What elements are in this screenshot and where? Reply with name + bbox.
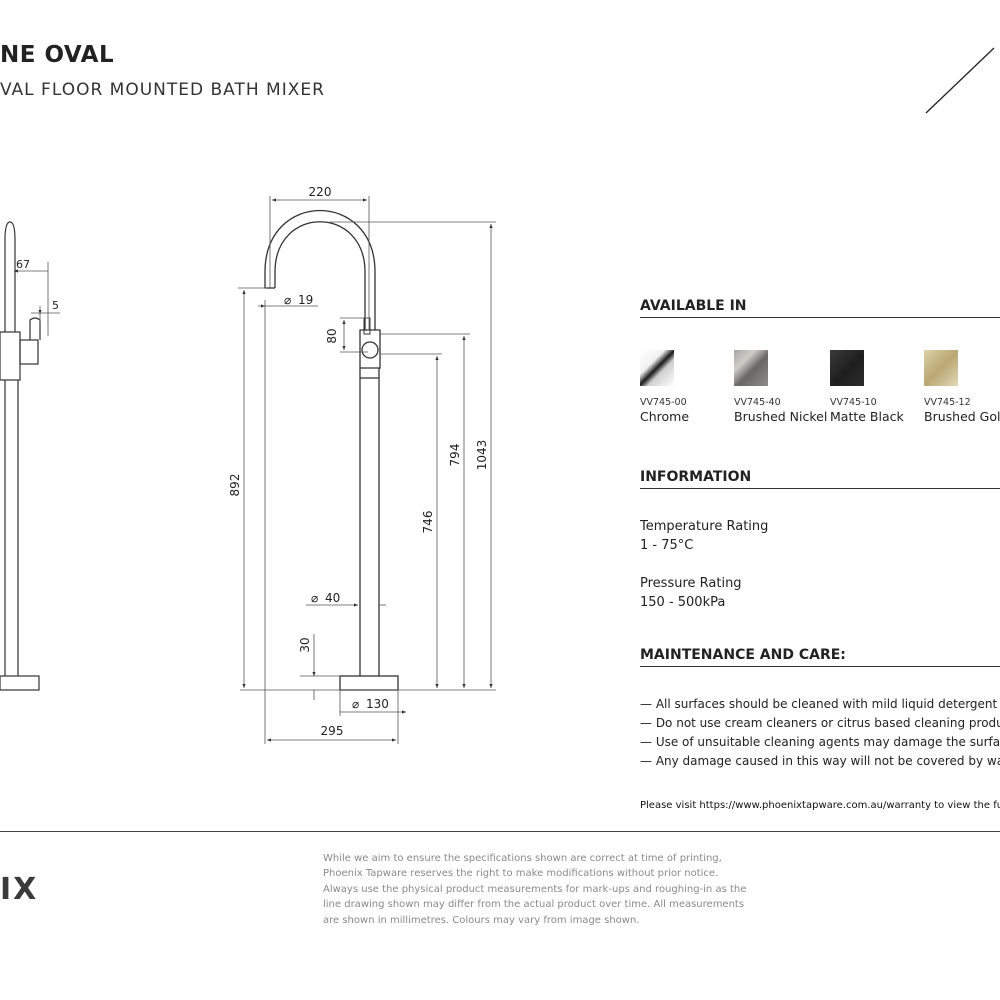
front-view (264, 210, 399, 691)
disclaimer-line: Phoenix Tapware reserves the right to ma… (323, 868, 719, 880)
finish-code: VV745-10 (830, 397, 877, 408)
dia-symbol-40: ⌀ (311, 591, 318, 605)
maintenance-rule (640, 666, 1000, 667)
decorative-slash (925, 47, 995, 114)
technical-drawing: 67 5 (0, 185, 496, 744)
dim-19: 19 (298, 293, 313, 307)
temperature-label: Temperature Rating (640, 519, 769, 534)
finish-name: Brushed Gold (924, 409, 1000, 424)
dim-892: 892 (228, 474, 242, 497)
product-title: NE OVAL (0, 42, 115, 68)
information-heading: INFORMATION (640, 469, 752, 485)
finish-name: Chrome (640, 409, 690, 424)
dim-220: 220 (309, 185, 332, 199)
disclaimer-line: Always use the physical product measurem… (323, 883, 747, 895)
pressure-value: 150 - 500kPa (640, 595, 726, 610)
dim-80: 80 (325, 328, 339, 343)
maintenance-heading: MAINTENANCE AND CARE: (640, 647, 846, 663)
pressure-label: Pressure Rating (640, 576, 742, 591)
dim-67: 67 (16, 258, 30, 271)
brand-logo: IX (0, 872, 39, 907)
disclaimer-line: line drawing shown may differ from the a… (323, 899, 745, 911)
information-rule (640, 488, 1000, 489)
dim-794: 794 (448, 444, 462, 467)
dim-40: 40 (325, 591, 340, 605)
dim-746: 746 (421, 511, 435, 534)
swatch-chrome (640, 350, 674, 386)
finish-name: Matte Black (830, 409, 904, 424)
finish-code: VV745-40 (734, 397, 781, 408)
maintenance-item: — Use of unsuitable cleaning agents may … (640, 735, 1000, 749)
dia-symbol-130: ⌀ (352, 697, 359, 711)
dim-130: 130 (366, 697, 389, 711)
disclaimer-line: are shown in millimetres. Colours may va… (323, 914, 640, 926)
disclaimer-line: While we aim to ensure the specification… (323, 853, 722, 864)
side-view (0, 221, 41, 691)
swatch-matte-black (830, 350, 864, 386)
finish-name: Brushed Nickel (734, 409, 828, 424)
product-subtitle: VAL FLOOR MOUNTED BATH MIXER (0, 80, 325, 100)
maintenance-item: — All surfaces should be cleaned with mi… (640, 697, 1000, 711)
dim-5: 5 (52, 299, 59, 312)
dim-30: 30 (298, 637, 312, 652)
dia-symbol-19: ⌀ (284, 293, 291, 307)
finish-code: VV745-00 (640, 397, 687, 408)
front-view-dimensions (238, 196, 496, 744)
temperature-value: 1 - 75°C (640, 538, 694, 553)
warranty-link-text[interactable]: Please visit https://www.phoenixtapware.… (640, 800, 1000, 811)
side-view-dimensions (14, 262, 60, 336)
footer-rule (0, 831, 1000, 832)
swatch-brushed-nickel (734, 350, 768, 386)
maintenance-item: — Do not use cream cleaners or citrus ba… (640, 716, 1000, 730)
available-heading: AVAILABLE IN (640, 298, 747, 314)
finish-code: VV745-12 (924, 397, 971, 408)
dim-1043: 1043 (475, 440, 489, 471)
swatch-brushed-gold (924, 350, 958, 386)
dim-295: 295 (321, 724, 344, 738)
available-rule (640, 317, 1000, 318)
maintenance-item: — Any damage caused in this way will not… (640, 754, 1000, 768)
disclaimer: While we aim to ensure the specification… (323, 851, 763, 928)
